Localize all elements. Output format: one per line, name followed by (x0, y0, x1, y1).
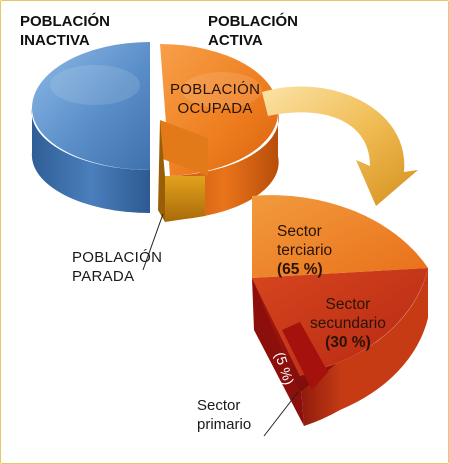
label-poblacion-ocupada: POBLACIÓN OCUPADA (170, 80, 260, 118)
label-terciario-line1: Sector (277, 223, 322, 240)
label-secundario-value: (30 %) (325, 334, 371, 351)
label-inactiva-line2: INACTIVA (20, 32, 90, 49)
sector-side-right (340, 268, 428, 410)
pie-inactiva-top (32, 42, 150, 170)
label-inactiva-line1: POBLACIÓN (20, 13, 110, 30)
label-poblacion-parada: POBLACIÓN PARADA (72, 248, 162, 286)
label-activa-line2: ACTIVA (208, 32, 263, 49)
label-primario-line2: primario (197, 416, 252, 433)
curved-arrow-icon (262, 86, 418, 206)
leader-line-primario (263, 391, 299, 437)
leader-line-parada (142, 213, 164, 271)
label-activa-line1: POBLACIÓN (208, 13, 298, 30)
label-ocupada-line1: POBLACIÓN (170, 81, 261, 98)
sector-primario-top (252, 278, 336, 392)
label-poblacion-activa: POBLACIÓN ACTIVA (208, 12, 298, 50)
label-terciario-value: (65 %) (277, 261, 323, 278)
sector-terciario-top (252, 195, 428, 278)
label-poblacion-inactiva: POBLACIÓN INACTIVA (20, 12, 110, 50)
label-ocupada-line2: OCUPADA (177, 100, 253, 117)
pie-sectores (252, 195, 428, 426)
label-parada-line1: POBLACIÓN (72, 249, 163, 266)
pie-parada-side (165, 176, 205, 222)
pie-inactiva-side (31, 108, 150, 214)
label-secundario-line2: secundario (310, 315, 386, 332)
label-parada-line2: PARADA (72, 268, 135, 285)
arrow-connector (262, 86, 418, 206)
label-sector-terciario: Sector terciario (65 %) (277, 222, 332, 279)
label-primario-line1: Sector (197, 397, 241, 414)
pie-parada (158, 120, 208, 222)
label-sector-secundario: Sector secundario (30 %) (310, 295, 386, 352)
pie-inactiva (31, 42, 150, 214)
label-secundario-line1: Sector (325, 296, 371, 313)
sector-side-cut (252, 278, 304, 426)
label-terciario-line2: terciario (277, 242, 333, 259)
label-sector-primario: Sector primario (197, 396, 251, 434)
sector-primario-face (282, 322, 328, 390)
